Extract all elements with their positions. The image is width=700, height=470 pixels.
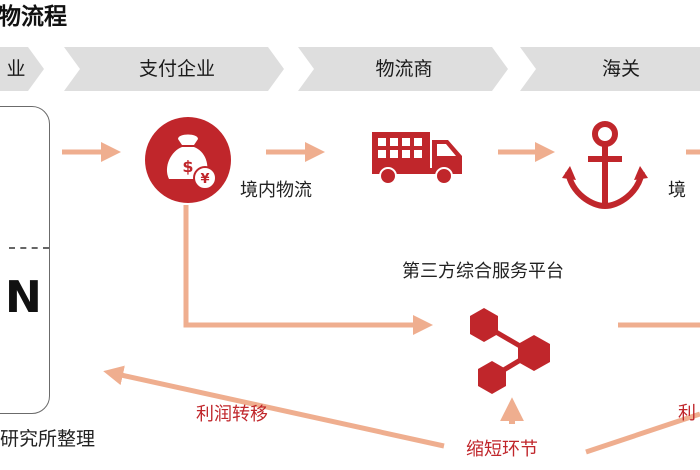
- label-domestic-logistics: 境内物流: [240, 180, 312, 201]
- label-right-edge-top: 境: [668, 180, 686, 201]
- label-shorten-link: 缩短环节: [466, 439, 538, 460]
- dashed-divider: [9, 247, 49, 249]
- chevron-label-2: 支付企业: [138, 58, 215, 80]
- left-panel-letter: N: [5, 272, 42, 323]
- connector-shorten-right: [585, 411, 700, 455]
- label-third-party-platform: 第三方综合服务平台: [402, 261, 564, 282]
- chevron-label-1: 业: [6, 58, 26, 80]
- chevron-step-3: [298, 47, 508, 91]
- label-right-edge-bottom: 利: [678, 403, 696, 424]
- truck-icon: [372, 132, 462, 185]
- chevron-step-1: [0, 47, 44, 91]
- label-profit-transfer: 利润转移: [196, 404, 268, 425]
- chevron-step-4: [520, 47, 700, 91]
- left-panel: N: [0, 106, 50, 414]
- svg-text:$: $: [182, 157, 193, 176]
- page-title: 物流程: [0, 4, 67, 30]
- svg-text:¥: ¥: [200, 172, 209, 187]
- process-chevron-bar: [0, 47, 700, 91]
- arrow-profit-transfer: [103, 365, 445, 449]
- connector-payment-to-platform: [183, 205, 433, 335]
- chevron-step-2: [64, 47, 284, 91]
- chevron-label-4: 海关: [601, 58, 640, 80]
- anchor-icon: [562, 121, 648, 210]
- source-caption: 研究所整理: [0, 428, 96, 450]
- network-icon: [470, 308, 550, 394]
- chevron-label-3: 物流商: [375, 58, 433, 80]
- money-bag-icon: $ ¥: [145, 117, 231, 203]
